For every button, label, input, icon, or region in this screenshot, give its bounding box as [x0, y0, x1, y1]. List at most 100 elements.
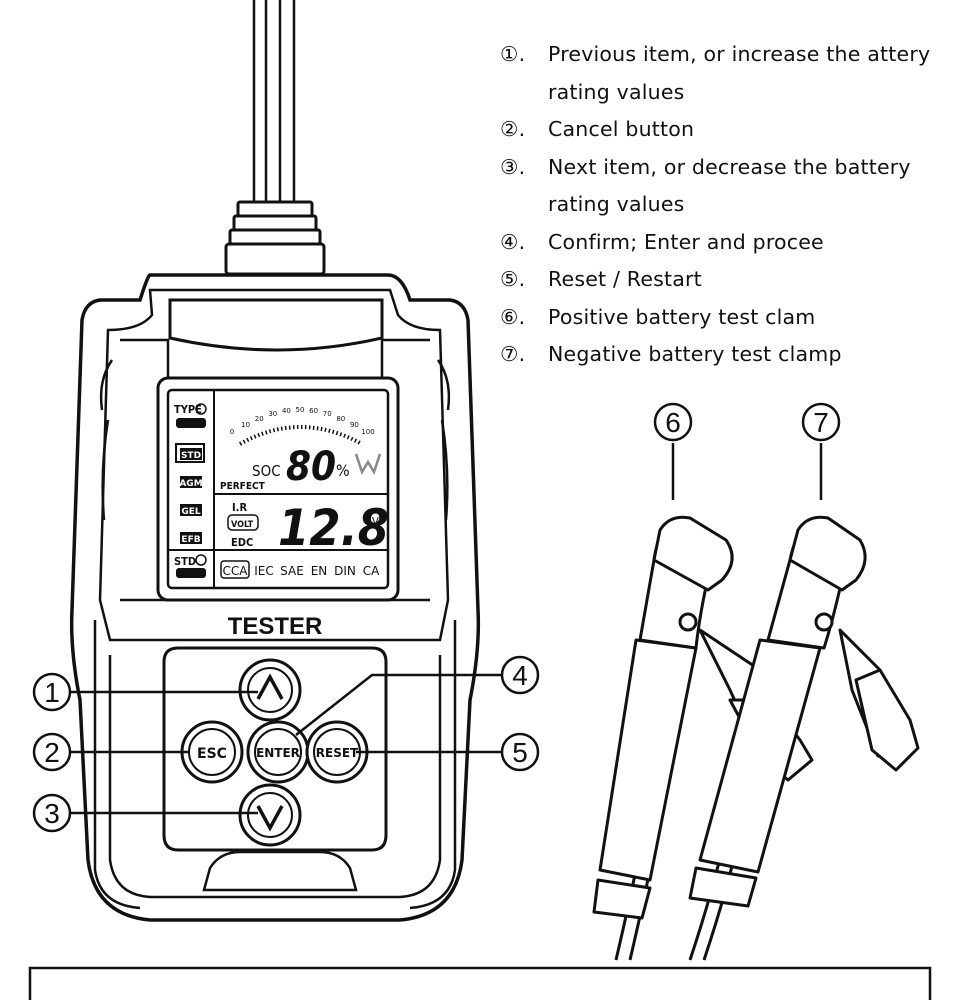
callout-3: 3 — [32, 793, 72, 833]
callout-number: 7 — [813, 407, 829, 438]
callout-6: 6 — [653, 402, 693, 442]
scale-tick-label: 10 — [241, 421, 250, 429]
soc-unit: % — [336, 461, 350, 480]
legend-item: ②. Cancel button — [500, 111, 950, 149]
scale-tick-label: 70 — [323, 410, 332, 418]
legend-number: ⑤. — [500, 267, 526, 291]
enter-button[interactable]: ENTER — [246, 720, 310, 784]
legend-text: rating values — [548, 192, 685, 216]
battery-level-icon — [354, 453, 382, 475]
callout-1: 1 — [32, 672, 72, 712]
standard-label-iec: IEC — [254, 564, 274, 578]
legend-list: ①. Previous item, or increase the attery r… — [500, 36, 950, 374]
type-label: TYPE — [174, 403, 202, 416]
legend-text: Previous item, or increase the attery — [548, 42, 931, 66]
legend-number: ①. — [500, 42, 526, 66]
callout-number: 3 — [44, 798, 60, 829]
callout-number: 5 — [512, 737, 528, 768]
legend-text: Cancel button — [548, 117, 695, 141]
battery-type-agm: AGM — [179, 476, 203, 489]
callout-number: 2 — [44, 737, 60, 768]
legend-number: ④. — [500, 229, 526, 254]
volt-label-frame — [227, 514, 259, 531]
enter-button-label: ENTER — [256, 746, 300, 760]
scale-tick-label: 30 — [268, 410, 277, 418]
standard-label-en: EN — [311, 564, 328, 578]
legend-text: Reset / Restart — [548, 267, 702, 291]
legend-item: ①. Previous item, or increase the attery — [500, 36, 950, 74]
standard-label-ca: CA — [363, 564, 380, 578]
top-cables — [252, 0, 296, 205]
legend-item: ⑤. Reset / Restart — [500, 261, 950, 299]
cable-strain-relief — [224, 200, 326, 276]
legend-text: Negative battery test clamp — [548, 342, 842, 366]
callout-number: 4 — [512, 660, 528, 691]
legend-text: Positive battery test clam — [548, 304, 816, 329]
reset-button-label: RESET — [316, 746, 359, 760]
status-label: PERFECT — [220, 481, 266, 492]
legend-text: Next item, or decrease the battery — [548, 154, 911, 179]
legend-number: ⑦. — [500, 342, 526, 366]
brand-label: TESTER — [228, 613, 323, 640]
legend-text: rating values — [548, 79, 685, 104]
legend-number: ③. — [500, 154, 526, 179]
voltage-unit: V — [372, 515, 379, 528]
down-button[interactable] — [238, 783, 302, 847]
scale-tick-label: 60 — [309, 407, 318, 415]
callout-7: 7 — [801, 402, 841, 442]
up-arrow-icon — [256, 673, 284, 700]
negative-clamp — [688, 515, 920, 961]
std-label: STD — [174, 555, 196, 568]
up-button[interactable] — [238, 658, 302, 722]
down-arrow-icon — [256, 805, 284, 832]
callout-number: 6 — [665, 407, 681, 438]
legend-item: ③. Next item, or decrease the battery — [500, 149, 950, 187]
scale-tick-label: 0 — [230, 428, 234, 436]
battery-type-boxes: STD AGM GEL EFB — [179, 448, 203, 545]
device-hood — [168, 298, 384, 352]
legend-item: rating values — [500, 74, 950, 112]
battery-type-label: GEL — [181, 507, 201, 517]
legend-number: ⑥. — [500, 304, 526, 329]
reset-button[interactable]: RESET — [305, 720, 369, 784]
battery-type-efb: EFB — [180, 532, 202, 545]
voltage-value: 12.8 — [278, 499, 389, 557]
standard-label-din: DIN — [334, 564, 356, 578]
scale-tick-label: 90 — [350, 421, 359, 429]
battery-type-label: EFB — [181, 535, 200, 545]
battery-type-label: STD — [181, 451, 201, 461]
esc-button-label: ESC — [197, 746, 227, 762]
battery-type-label: AGM — [179, 479, 202, 489]
battery-type-std: STD — [180, 448, 202, 461]
scale-tick-label: 80 — [336, 415, 345, 423]
edc-label: EDC — [231, 536, 253, 549]
scale-tick-label: 40 — [282, 407, 291, 415]
standard-label-sae: SAE — [280, 564, 304, 578]
soc-label: SOC — [252, 462, 281, 480]
callout-5: 5 — [500, 732, 540, 772]
std-type-icon — [195, 554, 207, 566]
type-icon — [195, 403, 207, 415]
std-battery-selected-frame — [175, 443, 205, 463]
legend-item: ⑥. Positive battery test clam — [500, 299, 950, 337]
battery-type-gel: GEL — [180, 504, 202, 517]
volt-label: VOLT — [231, 520, 254, 530]
esc-button[interactable]: ESC — [180, 720, 244, 784]
legend-item: ⑦. Negative battery test clamp — [500, 336, 950, 374]
callout-4: 4 — [500, 655, 540, 695]
callout-circles: 1 2 3 4 5 6 7 — [32, 402, 841, 833]
ir-label: I.R — [232, 501, 247, 514]
callout-number: 1 — [44, 677, 60, 708]
cca-label-frame — [220, 560, 250, 579]
scale-tick-label: 100 — [361, 428, 374, 436]
callout-2: 2 — [32, 732, 72, 772]
callout-leader-lines — [68, 443, 823, 815]
legend-number: ②. — [500, 117, 526, 141]
bottom-frame — [28, 966, 932, 1000]
scale-tick-label: 20 — [255, 415, 264, 423]
std-hand-icon — [176, 568, 206, 578]
